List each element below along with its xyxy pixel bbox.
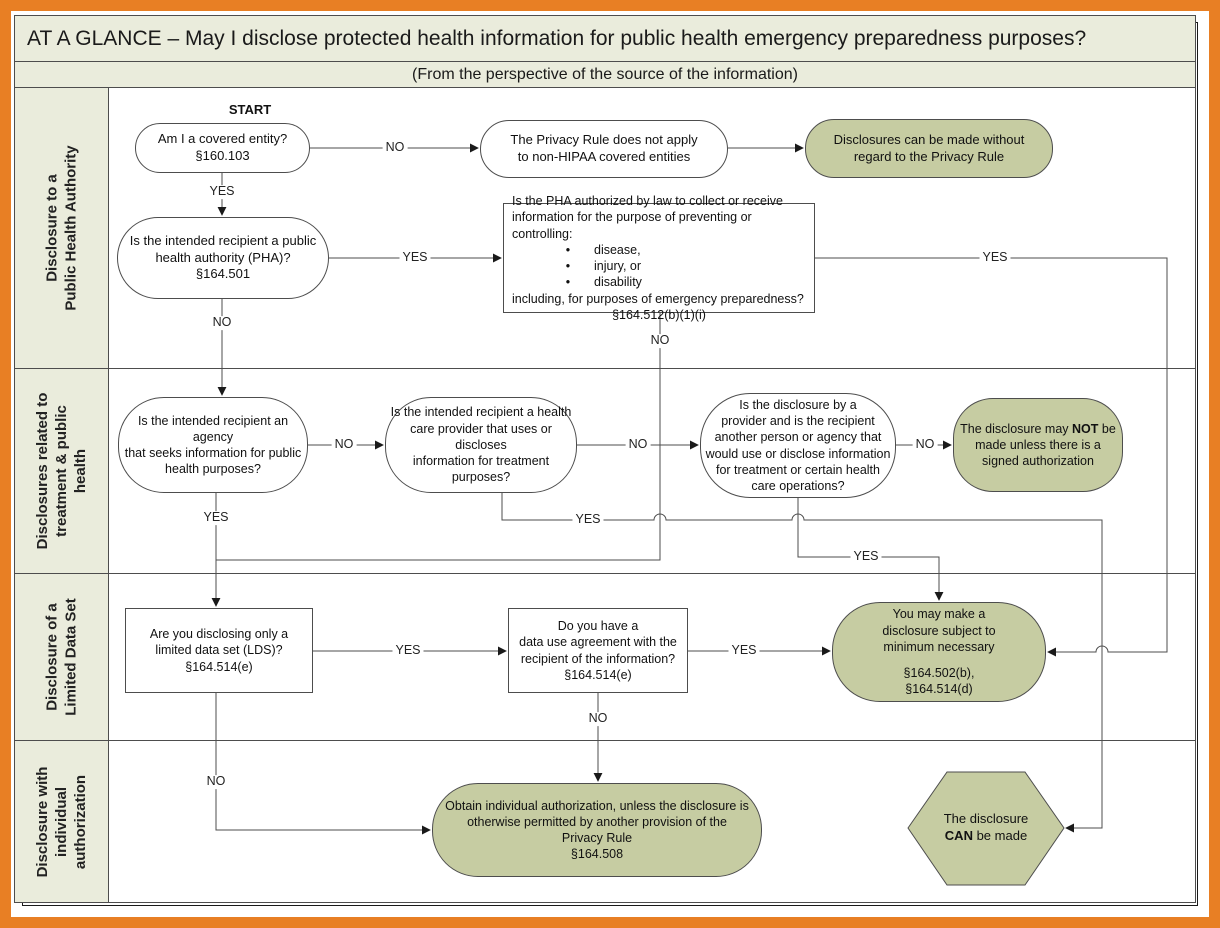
node-disclosures-without-regard: Disclosures can be made without regard t…: [805, 119, 1053, 178]
page-title: AT A GLANCE – May I disclose protected h…: [14, 15, 1196, 62]
edge-provider-yes: [501, 493, 1103, 833]
pha-law-bullet: • disease,: [512, 242, 806, 258]
bullet-text: injury, or: [594, 259, 642, 273]
row-divider: [108, 740, 1195, 741]
edge-label-no: NO: [331, 437, 357, 452]
bullet-icon: •: [565, 242, 571, 257]
node-minimum-necessary: You may make a disclosure subject to min…: [832, 602, 1046, 702]
edge-label-yes: YES: [850, 549, 882, 564]
bullet-text: disease,: [594, 242, 641, 257]
row-label-individual-authorization: Disclosure with individual authorization: [14, 740, 109, 903]
node-intended-recipient-pha: Is the intended recipient a public healt…: [117, 217, 329, 299]
node-treatment-or-operations: Is the disclosure by a provider and is t…: [700, 393, 896, 498]
edge-lds-no: [215, 693, 431, 835]
row-label-treatment-public-health: Disclosures related to treatment & publi…: [14, 368, 109, 574]
edge-label-yes: YES: [206, 184, 238, 199]
node-limited-data-set: Are you disclosing only a limited data s…: [125, 608, 313, 693]
node-disclosure-not-made: The disclosure may NOT be made unless th…: [953, 398, 1123, 492]
node-data-use-agreement: Do you have a data use agreement with th…: [508, 608, 688, 693]
pha-law-bullet: • injury, or: [512, 258, 806, 274]
node-health-care-provider-treatment: Is the intended recipient a health care …: [385, 397, 577, 493]
node-pha-authorized-by-law: Is the PHA authorized by law to collect …: [503, 194, 815, 322]
edge-pha-law-yes: [815, 257, 1168, 657]
can-emphasis: CAN: [944, 828, 973, 843]
row-label-public-health-authority: Disclosure to a Public Health Authority: [14, 87, 109, 369]
node-privacy-rule-not-apply: The Privacy Rule does not apply to non-H…: [480, 120, 728, 178]
edge-label-no: NO: [647, 333, 673, 348]
minimum-necessary-citation: §164.502(b), §164.514(d): [903, 666, 975, 697]
not-made-text: The disclosure may NOT be made unless th…: [960, 421, 1116, 469]
pha-law-tail: including, for purposes of emergency pre…: [512, 291, 804, 306]
bullet-icon: •: [565, 275, 571, 290]
edge-label-yes: YES: [399, 250, 431, 265]
minimum-necessary-text: You may make a disclosure subject to min…: [882, 607, 996, 654]
pha-law-bullet: • disability: [512, 274, 806, 290]
bullet-text: disability: [594, 275, 642, 290]
edge-label-yes: YES: [979, 250, 1011, 265]
node-disclosure-can-be-made: The disclosure CAN be made: [915, 790, 1057, 866]
edge-label-no: NO: [203, 774, 229, 789]
page-subtitle: (From the perspective of the source of t…: [14, 61, 1196, 88]
edge-label-no: NO: [585, 711, 611, 726]
bullet-icon: •: [565, 259, 571, 273]
can-made-text: The disclosure CAN be made: [943, 811, 1029, 843]
edge-label-yes: YES: [728, 643, 760, 658]
pha-law-body: Is the PHA authorized by law to collect …: [512, 194, 783, 241]
edge-label-yes: YES: [572, 512, 604, 527]
edge-label-no: NO: [912, 437, 938, 452]
row-divider: [108, 573, 1195, 574]
edge-label-no: NO: [209, 315, 235, 330]
start-label: START: [228, 102, 272, 117]
not-emphasis: NOT: [1072, 421, 1099, 436]
node-agency-public-health-purposes: Is the intended recipient an agency that…: [118, 397, 308, 493]
node-obtain-authorization: Obtain individual authorization, unless …: [432, 783, 762, 877]
node-covered-entity: Am I a covered entity? §160.103: [135, 123, 310, 173]
edge-pha-law-no: [216, 313, 661, 561]
row-divider: [108, 368, 1195, 369]
pha-law-citation: §164.512(b)(1)(i): [612, 307, 706, 322]
edge-label-no: NO: [625, 437, 651, 452]
row-label-limited-data-set: Disclosure of a Limited Data Set: [14, 573, 109, 741]
edge-label-yes: YES: [392, 643, 424, 658]
hexagon-disclosure-can: [907, 771, 1065, 886]
edge-label-no: NO: [382, 140, 408, 155]
edge-label-yes: YES: [200, 510, 232, 525]
